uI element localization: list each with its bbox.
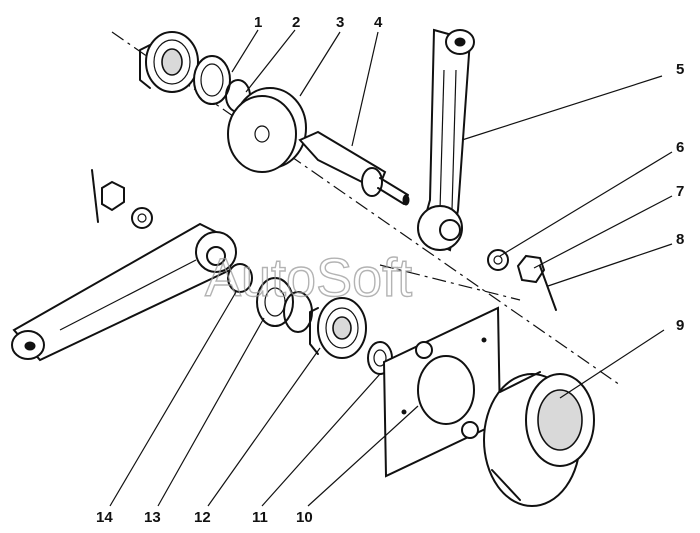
castle-nut-7-part	[516, 254, 546, 284]
leader-lines	[109, 29, 673, 507]
left-cotter-pin-part	[91, 169, 99, 223]
watermark-text: AutoSoft	[205, 248, 412, 308]
housing-flange-9-part	[483, 371, 595, 507]
upper-bearing-part	[139, 31, 199, 93]
callout-8: 8	[676, 231, 684, 248]
callout-10: 10	[296, 509, 313, 526]
left-washer-part	[131, 207, 153, 229]
washer-6-part	[487, 249, 509, 271]
mounting-plate-10-part	[382, 306, 502, 478]
left-castle-nut-part	[101, 180, 125, 212]
callout-5: 5	[676, 61, 684, 78]
seal-ring-part	[193, 55, 231, 105]
callout-9: 9	[676, 317, 684, 334]
callout-6: 6	[676, 139, 684, 156]
callout-12: 12	[194, 509, 211, 526]
callout-numbers: 1 2 3 4 5 6 7 8 9 10 11 12 13 14	[96, 14, 684, 526]
cotter-pin-8-part	[539, 265, 557, 311]
callout-13: 13	[144, 509, 161, 526]
lower-bearing-part	[309, 297, 367, 359]
callout-4: 4	[374, 14, 383, 31]
lower-seal-ring-part	[227, 263, 253, 293]
splined-shaft-part	[298, 130, 410, 206]
assembly-axis-lines	[111, 31, 621, 386]
spacer-disk-part	[227, 87, 307, 173]
upper-lever-part	[417, 28, 475, 252]
callout-3: 3	[336, 14, 344, 31]
lower-lever-part	[11, 222, 237, 362]
callout-1: 1	[254, 14, 262, 31]
callout-11: 11	[252, 509, 268, 526]
callout-7: 7	[676, 183, 684, 200]
callout-14: 14	[96, 509, 113, 526]
callout-2: 2	[292, 14, 300, 31]
